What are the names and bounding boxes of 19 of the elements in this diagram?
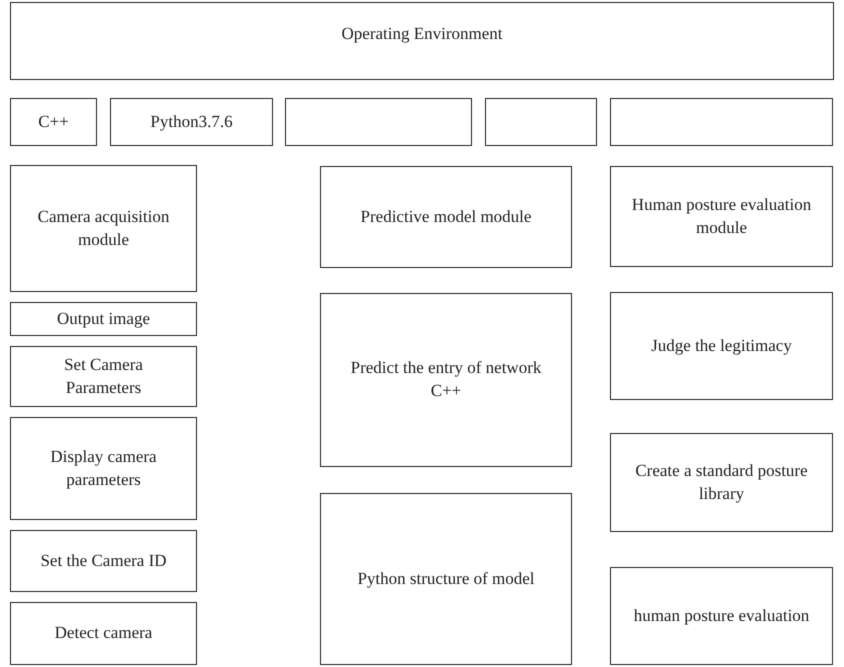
function-box: Create a standard posture library xyxy=(610,433,833,532)
function-box: Detect camera xyxy=(10,602,197,665)
function-box: Output image xyxy=(10,302,197,336)
module-box: Human posture evaluation module xyxy=(610,166,833,267)
library-box xyxy=(485,98,597,146)
library-box xyxy=(285,98,472,146)
function-box: Set Camera Parameters xyxy=(10,346,197,407)
module-box: Predictive model module xyxy=(320,166,572,268)
function-box: Display camera parameters xyxy=(10,417,197,520)
function-box: human posture evaluation xyxy=(610,567,833,665)
library-box xyxy=(610,98,833,146)
function-box: Predict the entry of network C++ xyxy=(320,293,572,467)
function-box: Judge the legitimacy xyxy=(610,292,833,400)
environment-box: Operating Environment xyxy=(10,2,834,80)
language-box: C++ xyxy=(10,98,97,146)
function-box: Python structure of model xyxy=(320,493,572,665)
module-box: Camera acquisition module xyxy=(10,165,197,292)
function-box: Set the Camera ID xyxy=(10,530,197,592)
language-box: Python3.7.6 xyxy=(110,98,273,146)
